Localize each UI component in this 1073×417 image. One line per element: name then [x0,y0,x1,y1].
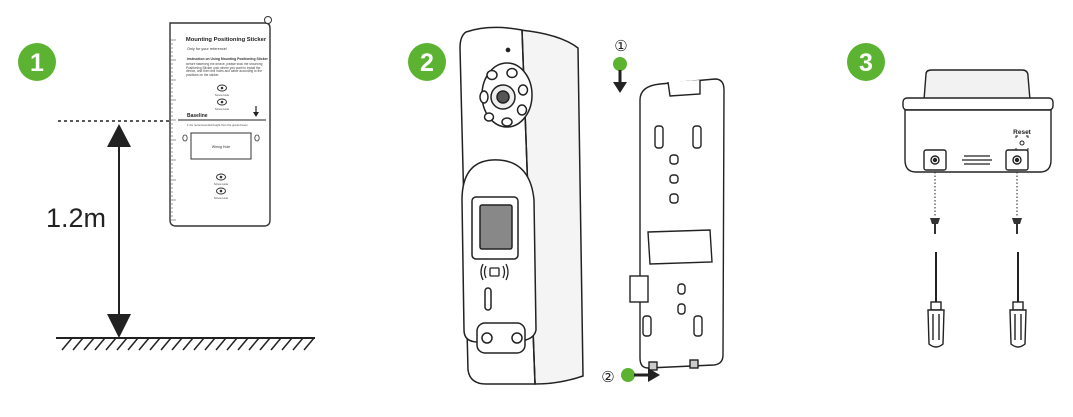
ground-hatch-line [127,337,139,351]
step-2-badge [408,43,446,81]
screwdriver-icon [927,252,1027,348]
ground-hatch-line [83,337,95,351]
device-bottom-view [902,69,1054,173]
sticker-hang-hole-icon [264,16,272,24]
step-2-badge-number: 2 [420,49,434,77]
step-3-badge [847,43,885,81]
ground-hatch-line [281,337,293,351]
height-arrow [107,124,131,338]
mounting-positioning-sticker: Mounting Positioning Sticker Only for yo… [169,16,272,227]
arrow-up-icon [107,124,131,147]
screw-icon [930,218,1022,234]
sticker-wiring-label: Wiring Hole [212,145,231,149]
svg-text:Screw Hole: Screw Hole [215,93,230,97]
reset-label: Reset [1013,129,1032,136]
svg-text:Screw Hole: Screw Hole [214,182,229,186]
sticker-wiring-hole [190,132,252,160]
ground-hatch-line [204,337,216,351]
sticker-instruction-heading: Instruction on Using Mounting Positionin… [187,57,268,61]
arrow-down-icon [107,314,131,338]
step-2: 2 [408,26,725,386]
substep-2-dot [621,368,635,382]
ground-hatch-line [237,337,249,351]
access-control-device [459,26,584,385]
ground-hatch-line [182,337,194,351]
ground-hatch-line [105,337,117,351]
sticker-instruction-body: Before fastening the device, please stic… [186,63,263,78]
ground-hatch-line [72,337,84,351]
speaker-grille-icon [962,155,992,165]
arrow-down-icon [613,82,627,93]
ground-hatch-line [226,337,238,351]
ground-hatch-line [149,337,161,351]
ground-hatch-line [61,337,73,351]
substep-2-label: ② [601,369,614,386]
step-3-badge-number: 3 [859,49,873,77]
ground-hatch-line [259,337,271,351]
reset-button-icon [1015,135,1029,151]
ground-hatch-line [270,337,282,351]
ground-hatch-line [171,337,183,351]
sticker-title: Mounting Positioning Sticker [186,37,267,43]
bottom-button-bar [476,322,526,354]
ground-hatch-line [193,337,205,351]
ground-hatch-line [303,337,315,351]
svg-text:Screw Hole: Screw Hole [215,107,230,111]
ground-hatch-line [215,337,227,351]
sticker-screw-hole-bottom: Screw Hole Screw Hole [214,173,229,200]
sticker-screw-hole-top: Screw Hole Screw Hole [215,84,230,111]
camera-cluster-icon [479,62,533,128]
ground-hatch-line [94,337,106,351]
ground-hatch-line [248,337,260,351]
mounting-back-plate [629,78,725,371]
ground-hatch-line [138,337,150,351]
substep-1-dot [613,57,627,71]
sticker-baseline-label: Baseline [187,113,208,119]
step-1-badge-number: 1 [30,49,44,77]
substep-1-label: ① [614,38,627,55]
ground-hatch-line [160,337,172,351]
step-3: 3 Reset [847,43,1054,348]
arrow-right-icon [648,368,660,382]
ground-hatch-line [292,337,304,351]
step-1: 1 1.2m Mounting Positioning Sticker Only… [18,16,315,351]
sticker-subtitle: Only for your reference! [187,47,227,51]
step-1-badge [18,43,56,81]
sticker-down-arrow-icon [253,106,259,117]
sticker-baseline-note: 1.2m recommended height from the ground … [187,123,248,127]
ground-hatch [56,337,315,351]
height-label: 1.2m [46,203,106,233]
ground-hatch-line [116,337,128,351]
rfid-icon [480,263,509,281]
svg-text:Screw Hole: Screw Hole [214,196,229,200]
bell-button-icon [481,332,493,344]
